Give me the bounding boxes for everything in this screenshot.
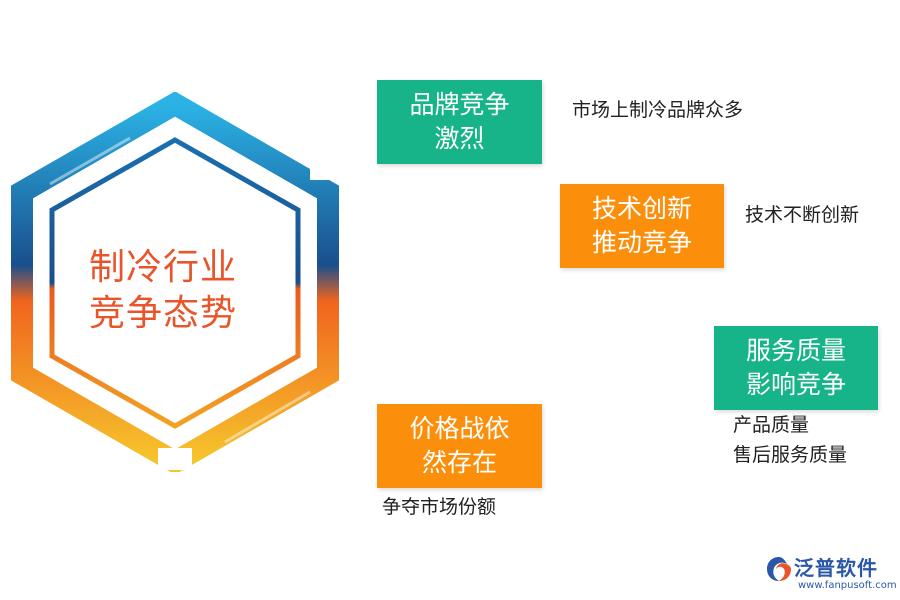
- brand-competition-desc: 市场上制冷品牌众多: [572, 95, 743, 125]
- logo-url: www.fanpusoft.com: [798, 580, 897, 591]
- brand-competition-title-line1: 品牌竞争: [409, 90, 510, 119]
- swirl-logo-icon: [767, 557, 791, 581]
- center-title-line1: 制冷行业: [88, 247, 237, 288]
- tech-innovation-box: 技术创新 推动竞争: [560, 184, 724, 268]
- service-quality-box: 服务质量 影响竞争: [714, 326, 878, 410]
- inner-hexagon: [49, 137, 301, 429]
- desc-line: 售后服务质量: [733, 444, 848, 466]
- hexagon-frame: [11, 91, 340, 475]
- price-war-desc: 争夺市场份额: [382, 492, 496, 522]
- price-war-box: 价格战依 然存在: [377, 404, 542, 488]
- brand-competition-box: 品牌竞争 激烈: [377, 80, 542, 164]
- desc-line: 技术不断创新: [745, 204, 860, 226]
- logo-name: 泛普软件: [794, 556, 878, 580]
- fanpu-logo: 泛普软件 www.fanpusoft.com: [764, 552, 897, 596]
- price-war-title-line1: 价格战依: [409, 414, 510, 443]
- center-title: 制冷行业 竞争态势: [58, 245, 268, 337]
- brand-competition-title-line2: 激烈: [434, 124, 485, 153]
- desc-line: 产品质量: [733, 414, 810, 436]
- hexagon-graphic: [10, 91, 340, 475]
- service-quality-desc: 产品质量 售后服务质量: [733, 410, 847, 470]
- price-war-title-line2: 然存在: [421, 448, 497, 477]
- service-quality-title-line1: 服务质量: [745, 336, 846, 365]
- tech-innovation-title-line2: 推动竞争: [591, 228, 692, 257]
- desc-line: 争夺市场份额: [382, 496, 497, 518]
- center-title-line2: 竞争态势: [88, 293, 237, 334]
- tech-innovation-title-line1: 技术创新: [591, 194, 692, 223]
- service-quality-title-line2: 影响竞争: [745, 370, 846, 399]
- tech-innovation-desc: 技术不断创新: [745, 200, 859, 230]
- desc-line: 市场上制冷品牌众多: [572, 99, 744, 121]
